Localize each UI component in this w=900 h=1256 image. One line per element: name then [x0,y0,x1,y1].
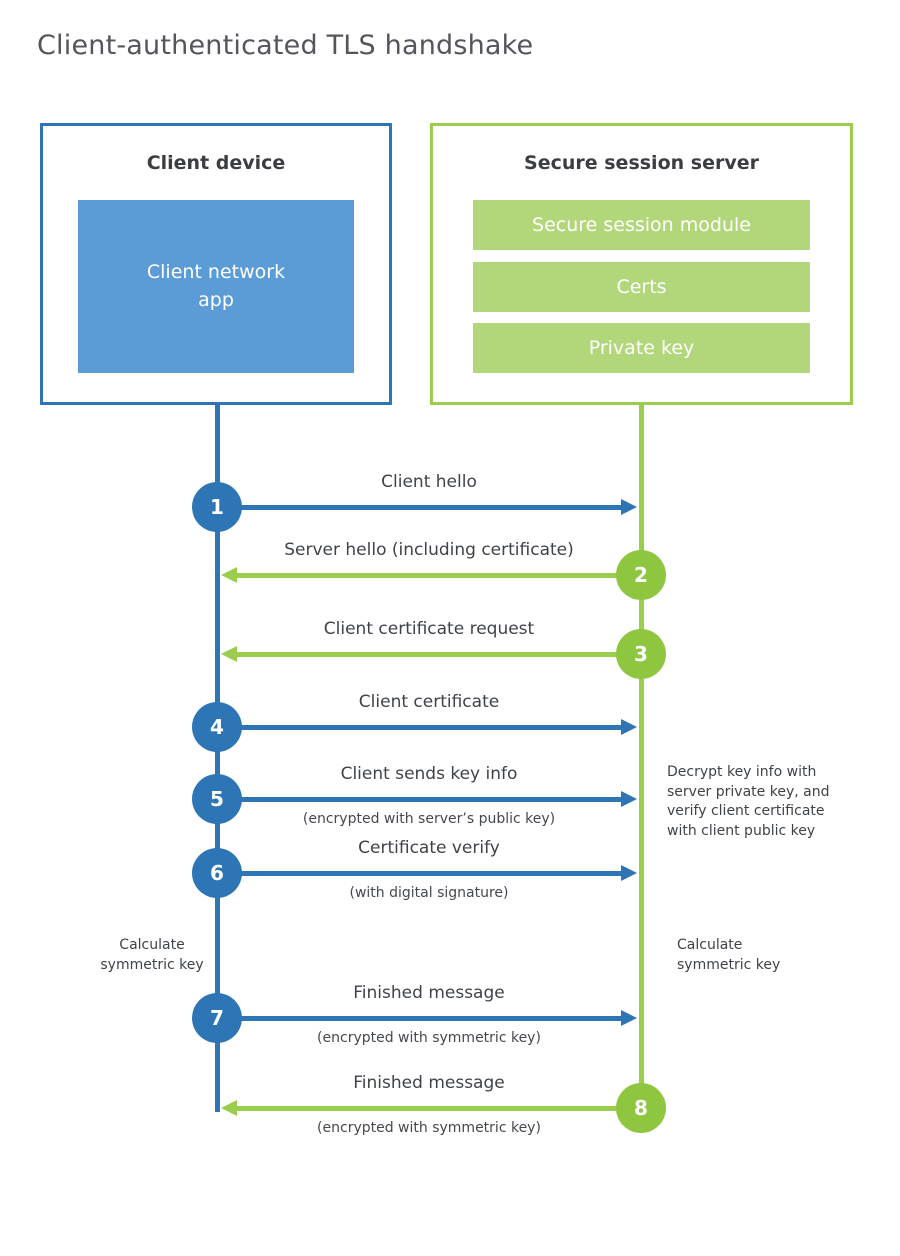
arrow-left-icon [221,567,641,583]
server-module-label: Private key [588,337,695,359]
message-label: Client hello [381,472,477,492]
step-number-badge: 4 [192,702,242,752]
client-network-app-box: Client network app [78,200,354,373]
message-label: Server hello (including certificate) [284,540,574,560]
message-sublabel: (encrypted with server’s public key) [302,811,556,827]
arrow-right-icon [217,499,637,515]
step-number-badge: 3 [616,629,666,679]
message-label: Client certificate [358,692,500,712]
message-label: Finished message [353,983,505,1003]
step-2-server-hello: Server hello (including certificate) 2 [0,525,900,625]
page-title: Client-authenticated TLS handshake [37,30,534,61]
step-1-client-hello: Client hello 1 [0,457,900,557]
message-label: Certificate verify [358,838,500,858]
server-module-secure-session: Secure session module [473,200,810,250]
server-module-private-key: Private key [473,323,810,373]
message-sublabel: (with digital signature) [349,885,509,901]
client-device-box: Client device Client network app [40,123,392,405]
step-4-client-certificate: Client certificate 4 [0,677,900,777]
step-6-certificate-verify: Certificate verify 6 (with digital signa… [0,823,900,923]
message-sublabel: (encrypted with symmetric key) [317,1030,541,1046]
message-label: Client sends key info [340,764,518,784]
step-5-client-sends-key-info: Client sends key info 5 (encrypted with … [0,749,900,849]
arrow-left-icon [221,1100,641,1116]
arrow-right-icon [217,1010,637,1026]
server-module-label: Secure session module [532,214,751,236]
step-number-badge: 2 [616,550,666,600]
server-lifeline [639,405,644,1108]
message-sublabel: (encrypted with symmetric key) [317,1120,541,1136]
arrow-right-icon [217,791,637,807]
client-network-app-label: Client network app [146,260,286,311]
secure-session-server-box: Secure session server Secure session mod… [430,123,853,405]
server-module-certs: Certs [473,262,810,312]
arrow-right-icon [217,719,637,735]
calculate-symmetric-key-note-server: Calculate symmetric key [677,937,781,973]
step-3-client-certificate-request: Client certificate request 3 [0,604,900,704]
message-label: Finished message [353,1073,505,1093]
step-number-badge: 6 [192,848,242,898]
server-module-label: Certs [616,276,667,298]
decrypt-key-note: Decrypt key info with server private key… [667,764,830,839]
client-lifeline [215,405,220,1112]
step-number-badge: 5 [192,774,242,824]
secure-session-server-title: Secure session server [524,152,759,174]
arrow-right-icon [217,865,637,881]
arrow-left-icon [221,646,641,662]
step-number-badge: 7 [192,993,242,1043]
step-8-finished-message: Finished message 8 (encrypted with symme… [0,1058,900,1158]
step-number-badge: 8 [616,1083,666,1133]
message-label: Client certificate request [323,619,535,639]
calculate-symmetric-key-note-client: Calculate symmetric key [100,937,204,973]
step-7-finished-message: Finished message 7 (encrypted with symme… [0,968,900,1068]
client-device-title: Client device [146,152,286,174]
step-number-badge: 1 [192,482,242,532]
